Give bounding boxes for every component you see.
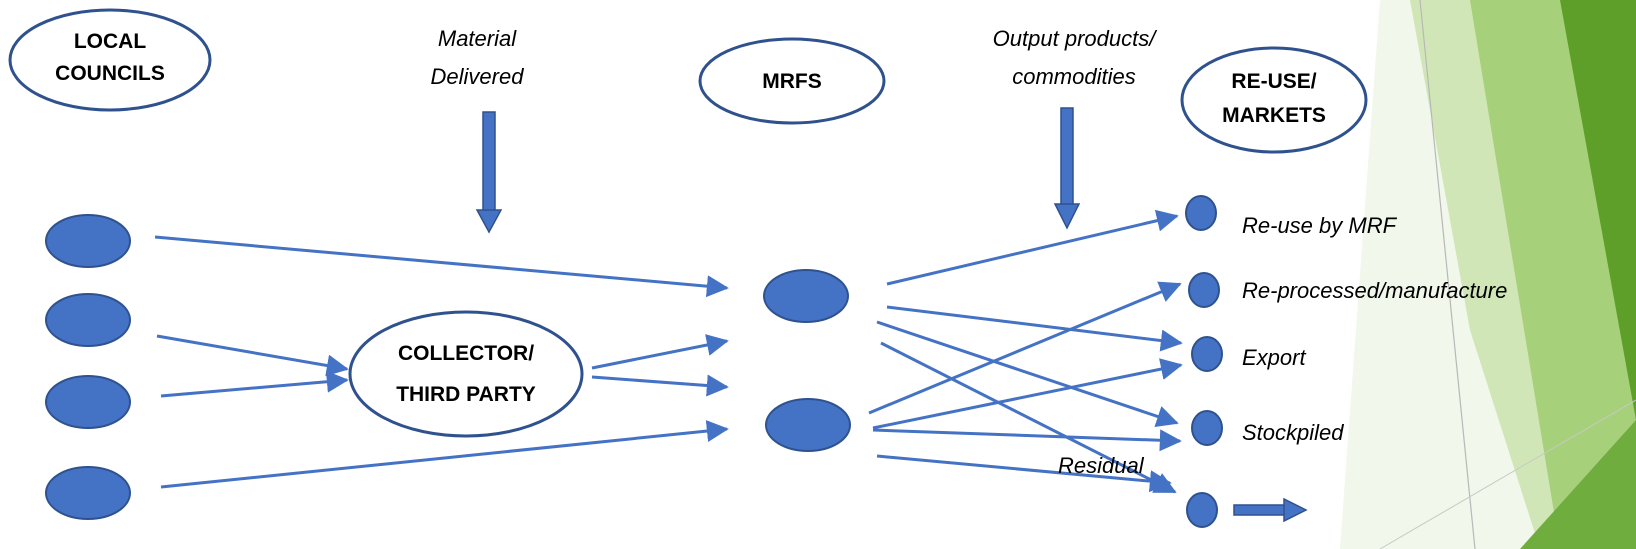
outcome-node [1185, 195, 1217, 231]
flow-arrow [868, 281, 1182, 415]
material-delivered-line2: Delivered [431, 64, 525, 89]
mrf-node [765, 398, 851, 452]
header-local-councils: LOCAL COUNCILS [8, 8, 212, 112]
collector-third-party: COLLECTOR/ THIRD PARTY [348, 310, 584, 438]
material-delivered-arrow [475, 111, 503, 234]
material-delivered-line1: Material [438, 26, 517, 51]
mrf-nodes [763, 269, 851, 452]
flow-arrow [591, 334, 729, 370]
flow-arrows [154, 209, 1183, 494]
residual-output-arrow [1233, 497, 1308, 523]
flow-arrow [591, 374, 729, 397]
reuse-markets-line2: MARKETS [1222, 104, 1326, 127]
flow-arrow [160, 420, 729, 489]
flow-arrow [886, 209, 1179, 286]
output-products-line1: Output products/ [993, 26, 1158, 51]
flow-arrow [880, 341, 1177, 494]
mrfs-label: MRFS [762, 70, 822, 93]
flow-arrow [876, 454, 1172, 493]
outcome-node [1186, 492, 1218, 528]
flow-arrow [886, 305, 1183, 352]
flow-arrow [872, 428, 1182, 452]
reuse-markets-line1: RE-USE/ [1231, 70, 1316, 93]
outcome-node [1191, 410, 1223, 446]
outcome-node [1191, 336, 1223, 372]
council-node [45, 293, 131, 347]
flow-arrow [160, 370, 349, 398]
outcome-stockpiled: Stockpiled [1242, 420, 1344, 445]
flow-arrow [876, 320, 1179, 427]
outcome-residual: Residual [1058, 453, 1145, 478]
flow-arrow [154, 235, 729, 298]
local-councils-line2: COUNCILS [55, 62, 165, 85]
decorative-background [1340, 0, 1636, 549]
header-mrfs: MRFS [698, 37, 886, 125]
flow-arrow [872, 358, 1183, 430]
council-node [45, 214, 131, 268]
council-node [45, 375, 131, 429]
header-reuse-markets: RE-USE/ MARKETS [1180, 46, 1368, 154]
mrf-node [763, 269, 849, 323]
output-products-line2: commodities [1012, 64, 1135, 89]
collector-line1: COLLECTOR/ [398, 342, 534, 365]
outcome-reprocessed: Re-processed/manufacture [1242, 278, 1507, 303]
council-node [45, 466, 131, 520]
outcome-reuse-by-mrf: Re-use by MRF [1242, 213, 1398, 238]
outcome-node [1188, 272, 1220, 308]
output-products-arrow [1053, 107, 1081, 230]
collector-line2: THIRD PARTY [396, 383, 536, 406]
council-nodes [45, 214, 131, 520]
outcome-export: Export [1242, 345, 1306, 370]
local-councils-line1: LOCAL [74, 30, 146, 53]
flow-arrow [156, 334, 349, 377]
outcome-nodes [1185, 195, 1223, 528]
